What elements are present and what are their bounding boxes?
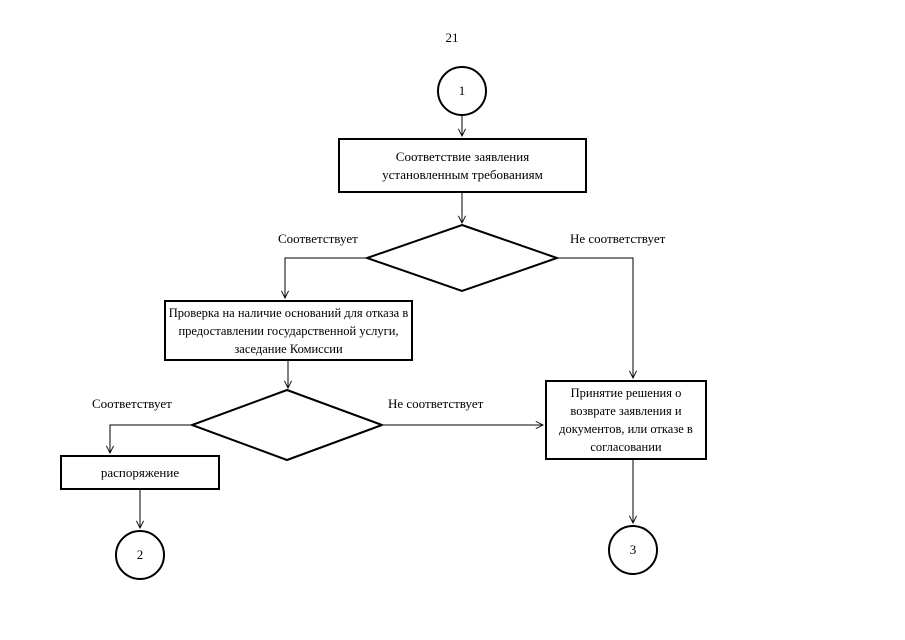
connector-end-2-label: 2 xyxy=(136,547,144,562)
process-box-order-line: распоряжение xyxy=(100,464,180,480)
connector-start: 1 xyxy=(437,66,487,116)
connector-end-2: 2 xyxy=(115,530,165,580)
process-box-decision: Принятие решения о возврате заявления и … xyxy=(545,380,707,460)
process-box-requirements-line: Соответствие заявления xyxy=(395,148,530,164)
process-box-grounds-line: предоставлении государственной услуги, xyxy=(178,323,399,338)
process-box-decision-line: возврате заявления и xyxy=(570,404,682,418)
process-box-decision-line: Принятие решения о xyxy=(570,386,682,400)
page-number: 21 xyxy=(445,30,459,45)
decision-diamond-2 xyxy=(189,388,385,462)
edge-diamond1-yes-to-grounds xyxy=(285,257,368,298)
edge-diamond1-no-to-decision xyxy=(557,257,633,378)
process-box-grounds-line: заседание Комиссии xyxy=(234,341,343,356)
process-box-order: распоряжение xyxy=(60,455,220,490)
edge-label-diamond2-yes: Соответствует xyxy=(92,396,172,411)
process-box-requirements-line: установленным требованиям xyxy=(382,166,543,182)
edge-diamond2-yes-to-order xyxy=(110,424,192,453)
connector-end-3: 3 xyxy=(608,525,658,575)
process-box-decision-line: согласовании xyxy=(590,440,662,454)
connector-start-label: 1 xyxy=(458,83,466,98)
process-box-requirements: Соответствие заявления установленным тре… xyxy=(338,138,587,193)
process-box-grounds-line: Проверка на наличие оснований для отказа… xyxy=(168,305,409,320)
edge-label-diamond2-no: Не соответствует xyxy=(388,396,484,411)
connector-end-3-label: 3 xyxy=(629,542,637,557)
process-box-grounds: Проверка на наличие оснований для отказа… xyxy=(164,300,413,361)
decision-diamond-1 xyxy=(363,223,561,293)
process-box-decision-line: документов, или отказе в xyxy=(559,422,693,436)
edge-label-diamond1-no: Не соответствует xyxy=(570,231,666,246)
edge-label-diamond1-yes: Соответствует xyxy=(278,231,358,246)
